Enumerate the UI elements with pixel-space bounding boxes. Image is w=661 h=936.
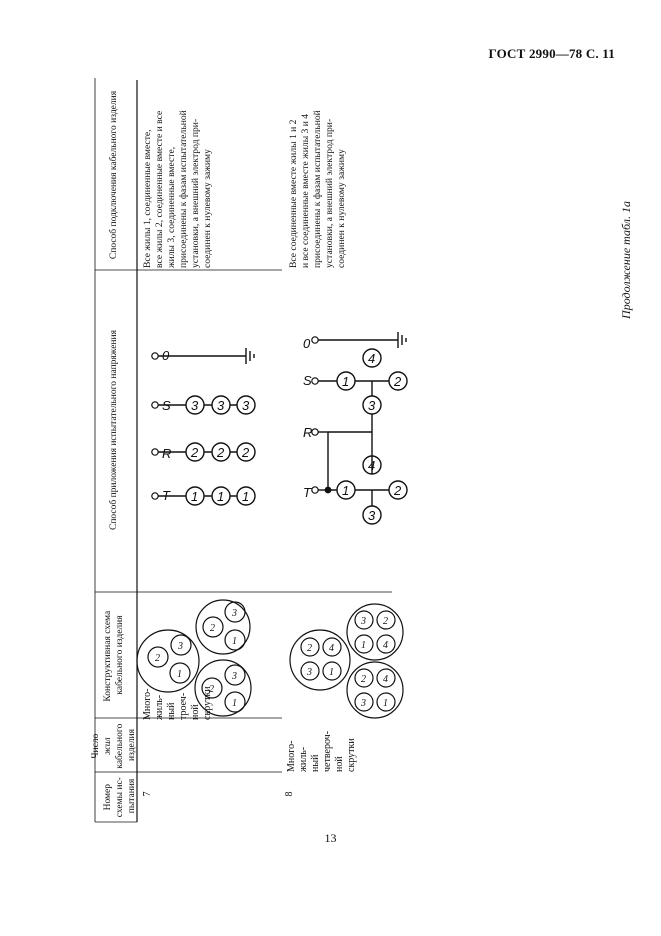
svg-text:2: 2 [383,616,388,627]
svg-text:Все соединенные вместе жилы 1: Все соединенные вместе жилы 1 и 2 и все … [288,108,347,268]
svg-text:2: 2 [190,445,199,460]
svg-text:R: R [303,425,312,440]
svg-text:3: 3 [360,698,366,709]
page-number: 13 [324,831,337,845]
svg-text:Много- жиль- ный: Много- жиль- ный четвероч- ной скрутки [286,728,357,773]
header-scheme-number: Номер схемы ис- пытания [103,775,137,817]
svg-text:1: 1 [329,667,334,678]
header-connection-method: Способ подключения кабельного изделия [108,90,119,259]
svg-text:3: 3 [231,671,237,682]
svg-text:3: 3 [242,398,250,413]
svg-text:2: 2 [307,643,312,654]
svg-text:T: T [303,485,312,500]
svg-text:Все жилы 1, соединенные вместе: Все жилы 1, соединенные вместе, все жилы… [142,108,213,269]
svg-text:2: 2 [393,374,402,389]
header-voltage-method: Способ приложения испытательного напряже… [108,329,119,530]
svg-text:8: 8 [284,792,295,797]
svg-text:1: 1 [232,698,237,709]
svg-text:1: 1 [177,669,182,680]
svg-text:3: 3 [306,667,312,678]
svg-text:2: 2 [210,623,215,634]
svg-text:1: 1 [242,489,249,504]
svg-text:3: 3 [231,608,237,619]
svg-text:2: 2 [155,653,160,664]
row8-cores: Много- жиль- ный четвероч- ной скрутки [286,728,357,773]
row8-number: 8 [284,792,295,797]
svg-text:4: 4 [329,643,334,654]
svg-text:Способ приложения испытательно: Способ приложения испытательного напряже… [108,329,119,530]
row7-cores: Много- жиль- ный троеч- ной скрутки [142,686,213,721]
svg-text:2: 2 [216,445,225,460]
svg-text:3: 3 [217,398,225,413]
svg-text:3: 3 [360,616,366,627]
row8-design-diagram: 2 4 3 1 3 2 1 4 2 4 3 1 [289,603,404,719]
standard-header: ГОСТ 2990—78 С. 11 [488,46,615,61]
svg-text:1: 1 [361,640,366,651]
svg-text:3: 3 [368,398,376,413]
svg-text:3: 3 [191,398,199,413]
svg-text:1: 1 [191,489,198,504]
row7-connection: Все жилы 1, соединенные вместе, все жилы… [142,108,213,269]
svg-text:2: 2 [361,674,366,685]
svg-text:R: R [162,446,171,461]
row7-design-diagram: 2 3 1 2 3 1 2 3 1 [136,599,252,717]
svg-text:4: 4 [368,351,375,366]
svg-text:Способ подключения кабельного: Способ подключения кабельного изделия [108,90,119,259]
row8-voltage-diagram: T R S 0 1 3 2 4 1 3 2 4 [303,332,408,525]
header-cores-count: Число жил кабельного изделия [91,721,137,768]
continuation-note-group: Продолжение табл. 1а [619,201,633,320]
svg-text:2: 2 [393,483,402,498]
svg-text:0: 0 [303,336,311,351]
svg-text:Число жил кабельно: Число жил кабельного изделия [91,721,137,768]
header-design: Конструктивная схема кабельного изделия [103,608,125,702]
svg-text:3: 3 [177,641,183,652]
table-grid [94,78,392,823]
svg-text:1: 1 [383,698,388,709]
row7-voltage-diagram: T R S 0 1 1 1 2 2 2 3 3 3 [151,348,256,506]
svg-text:1: 1 [342,374,349,389]
svg-text:Много- жиль- ный: Много- жиль- ный троеч- ной скрутки [142,686,213,721]
svg-text:2: 2 [241,445,250,460]
svg-text:1: 1 [217,489,224,504]
svg-text:3: 3 [368,508,376,523]
svg-text:Конструктивная схема каб: Конструктивная схема кабельного изделия [103,608,125,701]
svg-text:1: 1 [342,483,349,498]
svg-text:2: 2 [209,684,214,695]
svg-text:Номер схемы ис- пы: Номер схемы ис- пытания [103,775,137,817]
svg-text:1: 1 [232,636,237,647]
svg-text:4: 4 [383,640,388,651]
svg-text:S: S [303,373,312,388]
svg-text:7: 7 [142,792,153,797]
row8-connection: Все соединенные вместе жилы 1 и 2 и все … [288,108,347,268]
row7-number: 7 [142,792,153,797]
continuation-note: Продолжение табл. 1а [619,201,633,320]
svg-text:4: 4 [383,674,388,685]
